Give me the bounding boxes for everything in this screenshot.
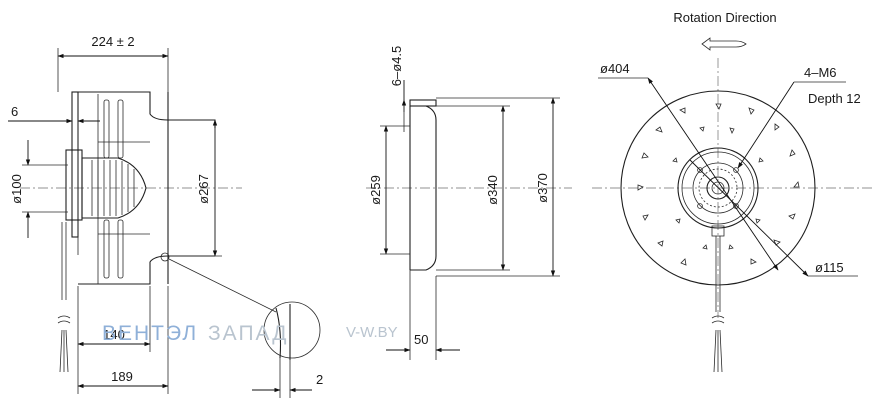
motor-mount xyxy=(65,149,83,221)
section-view: 6–ø4.5 ø259 ø340 ø370 50 xyxy=(366,46,572,360)
dim-inlet-diameter: ø267 xyxy=(196,174,211,204)
dim-hub-diameter: ø100 xyxy=(9,174,24,204)
side-view: 224 ± 2 6 ø100 ø267 140 189 2 xyxy=(8,34,323,398)
section-housing xyxy=(410,105,437,271)
dim-diam-340: ø340 xyxy=(485,175,500,205)
thread-spec: 4–M6 xyxy=(804,65,837,80)
leader-115 xyxy=(689,159,809,277)
dim-diam-259: ø259 xyxy=(368,175,383,205)
section-flange-top xyxy=(409,99,437,107)
front-view: Rotation Direction xyxy=(592,10,872,373)
impeller-top-outline xyxy=(78,91,216,128)
watermark: ВЕНТЭЛ ЗАПАД V-W.BY xyxy=(102,322,398,345)
dim-diam-115: ø115 xyxy=(815,260,844,275)
detail-marker xyxy=(160,252,170,262)
watermark-site: V-W.BY xyxy=(346,324,398,341)
rotation-direction-title: Rotation Direction xyxy=(673,10,776,25)
thread-depth: Depth 12 xyxy=(808,91,861,106)
leader-404 xyxy=(647,77,779,271)
dim-overall-width: 224 ± 2 xyxy=(91,34,134,49)
dim-depth-189: 189 xyxy=(111,369,133,384)
rotation-arrow-icon xyxy=(701,37,747,51)
blade-vents xyxy=(637,103,800,266)
leader-m6 xyxy=(737,81,795,169)
watermark-brand-part2: ЗАПАД xyxy=(208,322,288,345)
dim-flange-thickness: 6 xyxy=(11,104,18,119)
dim-detail-gap: 2 xyxy=(316,372,323,387)
dim-mount-holes: 6–ø4.5 xyxy=(389,46,404,86)
impeller-bottom-outline xyxy=(78,255,215,285)
dim-length-50: 50 xyxy=(414,332,428,347)
dim-depth-140: 140 xyxy=(103,327,125,342)
flange-plate xyxy=(71,91,79,238)
cable xyxy=(61,222,67,300)
detail-circle xyxy=(263,301,321,359)
dim-diam-370: ø370 xyxy=(535,173,550,203)
watermark-brand-part1: ВЕНТЭЛ xyxy=(102,322,198,345)
motor-body xyxy=(81,157,147,219)
dim-diam-404: ø404 xyxy=(600,61,630,76)
